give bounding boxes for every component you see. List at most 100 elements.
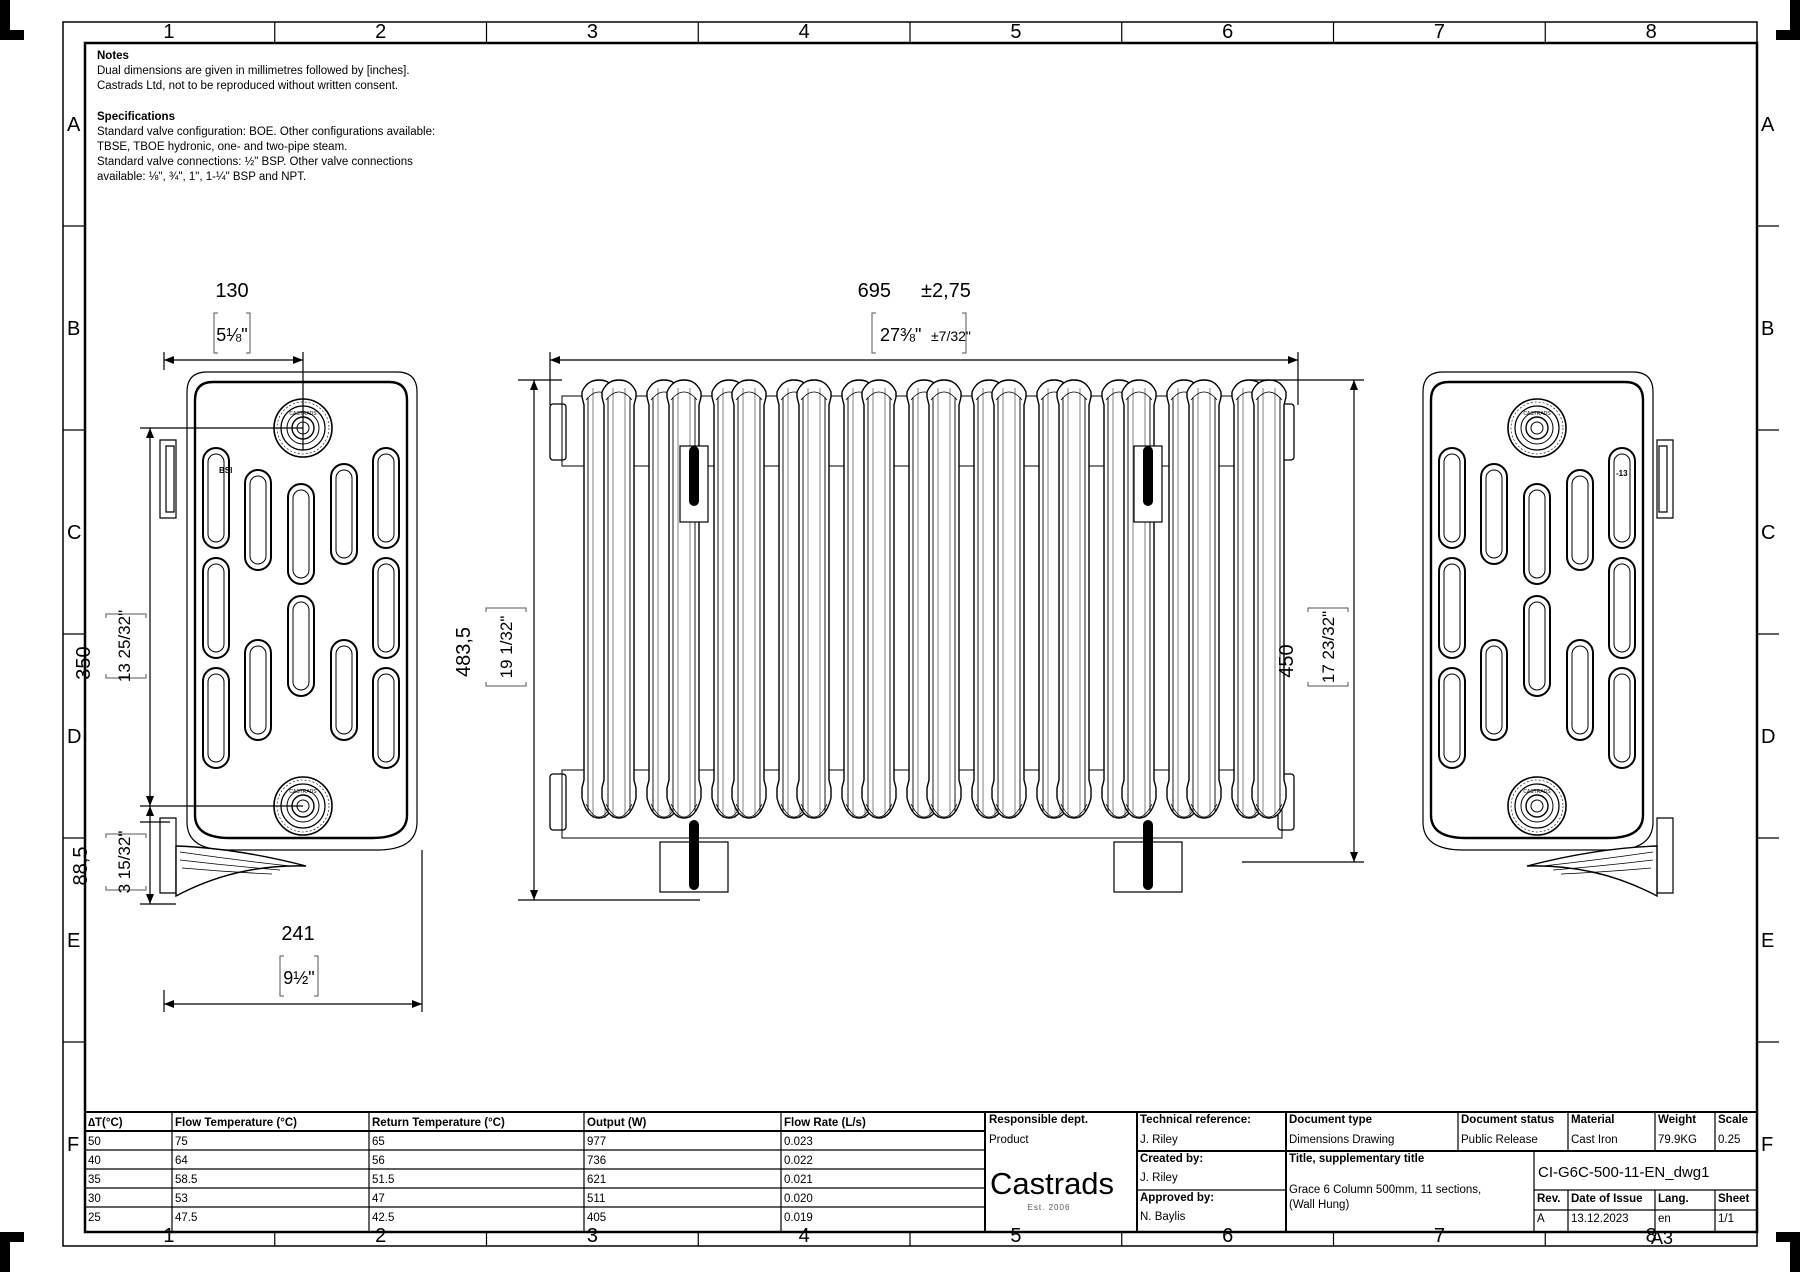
table-header: Output (W): [587, 1117, 647, 1129]
hub-logo-text: CASTRADS: [289, 411, 317, 417]
dim-length-in: 27⅜": [880, 325, 921, 345]
document-status-label: Document status: [1461, 1114, 1555, 1126]
grid-column-label: 8: [1646, 1225, 1657, 1247]
grid-column-label: 4: [799, 1225, 810, 1247]
date-of-issue: 13.12.2023: [1571, 1213, 1629, 1225]
wall-bracket-bottom-left: [659, 820, 729, 893]
radiator-column: [1186, 379, 1222, 819]
dim-length-tol: ±2,75: [921, 280, 971, 302]
grid-column-label: 5: [1010, 1225, 1021, 1247]
notes-line: Castrads Ltd, not to be reproduced witho…: [97, 80, 399, 93]
created-by-label: Created by:: [1140, 1153, 1204, 1165]
dim-centres: 450: [1276, 644, 1298, 677]
table-cell: 0.023: [784, 1136, 813, 1148]
wall-bracket-top-left: [679, 445, 709, 523]
radiator-column: [1251, 379, 1287, 819]
table-cell: 42.5: [372, 1212, 395, 1224]
table-cell: 0.019: [784, 1212, 813, 1224]
table-cell: 47: [372, 1193, 385, 1205]
specifications-title: Specifications: [97, 110, 175, 123]
radiator-column: [1056, 379, 1092, 819]
wall-bracket-bottom-right: [1113, 820, 1183, 893]
dim-side-bottom: 88,5: [70, 847, 92, 886]
grid-column-label: 6: [1222, 1225, 1233, 1247]
bracket-label-right: -13: [1616, 469, 1628, 478]
table-cell: 0.021: [784, 1174, 813, 1186]
dim-side-bottom-in: 3 15/32": [115, 831, 134, 894]
grid-row-label: C: [1761, 522, 1775, 544]
sheet-label: Sheet: [1718, 1193, 1750, 1205]
wall-bracket-top-right: [1133, 445, 1163, 523]
document-type-label: Document type: [1289, 1114, 1373, 1126]
table-cell: 50: [88, 1136, 101, 1148]
document-type: Dimensions Drawing: [1289, 1134, 1395, 1146]
weight: 79.9KG: [1658, 1134, 1697, 1146]
radiator-column: [796, 379, 832, 819]
table-header: Return Temperature (°C): [372, 1117, 505, 1129]
company-est: Est. 2006: [1027, 1203, 1071, 1212]
responsible-dept-label: Responsible dept.: [989, 1114, 1089, 1126]
grid-row-label: F: [1761, 1134, 1773, 1156]
radiator-column: [601, 379, 637, 819]
notes-line: Dual dimensions are given in millimetres…: [97, 65, 410, 78]
table-cell: 51.5: [372, 1174, 395, 1186]
table-cell: 0.020: [784, 1193, 813, 1205]
grid-column-label: 3: [587, 1225, 598, 1247]
grid-row-label: B: [67, 318, 80, 340]
table-cell: 25: [88, 1212, 101, 1224]
material: Cast Iron: [1571, 1134, 1618, 1146]
dim-side-depth-in: 9½": [283, 968, 314, 988]
table-cell: 56: [372, 1155, 385, 1167]
table-cell: 736: [587, 1155, 607, 1167]
specifications-line: available: ⅛", ¾", 1", 1-¼" BSP and NPT.: [97, 171, 307, 184]
table-header: Flow Rate (L/s): [784, 1117, 866, 1129]
rev: A: [1537, 1213, 1545, 1225]
specifications-line: Standard valve connections: ½" BSP. Othe…: [97, 156, 413, 169]
specifications-line: Standard valve configuration: BOE. Other…: [97, 125, 436, 138]
dim-side-width-in: 5⅛": [216, 325, 247, 345]
grid-column-label: 2: [375, 1225, 386, 1247]
table-cell: 58.5: [175, 1174, 198, 1186]
grid-column-label: 4: [799, 21, 810, 43]
dim-centres-in: 17 23/32": [1319, 611, 1338, 683]
technical-reference-label: Technical reference:: [1140, 1114, 1252, 1126]
grid-row-label: A: [1761, 114, 1775, 136]
grid-row-label: B: [1761, 318, 1774, 340]
table-cell: 621: [587, 1174, 607, 1186]
grid-row-label: D: [67, 726, 81, 748]
document-number: CI-G6C-500-11-EN_dwg1: [1538, 1164, 1710, 1181]
approved-by-label: Approved by:: [1140, 1192, 1215, 1204]
grid-row-label: C: [67, 522, 81, 544]
table-cell: 405: [587, 1212, 607, 1224]
radiator-column: [861, 379, 897, 819]
scale: 0.25: [1718, 1134, 1741, 1146]
table-cell: 0.022: [784, 1155, 813, 1167]
grid-column-label: 8: [1646, 21, 1657, 43]
grid-row-label: A: [67, 114, 81, 136]
table-cell: 35: [88, 1174, 101, 1186]
dim-length-tol-in: ±7/32": [931, 328, 971, 344]
table-cell: 64: [175, 1155, 188, 1167]
title-line-1: Grace 6 Column 500mm, 11 sections,: [1289, 1184, 1482, 1196]
radiator-column: [926, 379, 962, 819]
table-cell: 511: [587, 1193, 606, 1205]
radiator-column: [731, 379, 767, 819]
table-cell: 47.5: [175, 1212, 198, 1224]
material-label: Material: [1571, 1114, 1615, 1126]
grid-column-label: 7: [1434, 1225, 1445, 1247]
title-label: Title, supplementary title: [1289, 1153, 1425, 1165]
table-cell: 30: [88, 1193, 101, 1205]
side-view-right: -13: [1422, 371, 1674, 898]
hub-logo-text: CASTRADS: [289, 789, 317, 795]
weight-label: Weight: [1658, 1114, 1697, 1126]
dimension-labels: 130 5⅛" 241 9½" 350 13 25/32" 88,5 3 15/…: [70, 280, 1349, 997]
front-view: [549, 379, 1295, 893]
grid-column-label: 3: [587, 21, 598, 43]
table-header: ∆T(°C): [88, 1117, 123, 1129]
radiator-column: [991, 379, 1027, 819]
bracket-label-left: BSI: [219, 466, 232, 475]
dim-overall-height-in: 19 1/32": [497, 616, 516, 679]
table-cell: 40: [88, 1155, 101, 1167]
notes-block: Notes Dual dimensions are given in milli…: [97, 49, 517, 186]
